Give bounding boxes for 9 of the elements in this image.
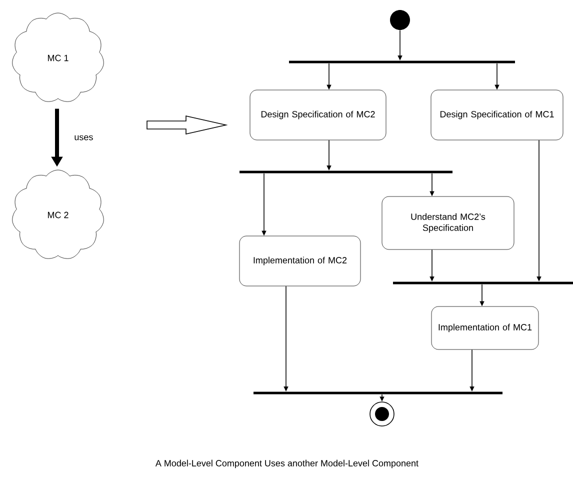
edge-label: uses <box>73 134 94 142</box>
activity-box: Design Specification of MC2 <box>250 90 386 140</box>
caption: A Model-Level Component Uses another Model-Level Component <box>155 460 418 468</box>
activity-box: Implementation of MC2 <box>239 236 361 286</box>
activity-box: Implementation of MC1 <box>431 306 539 350</box>
activity-box: Design Specification of MC1 <box>430 90 564 140</box>
activity-box: Understand MC2’s Specification <box>382 196 514 250</box>
start-dot <box>390 10 410 30</box>
end-bullseye <box>370 402 394 426</box>
